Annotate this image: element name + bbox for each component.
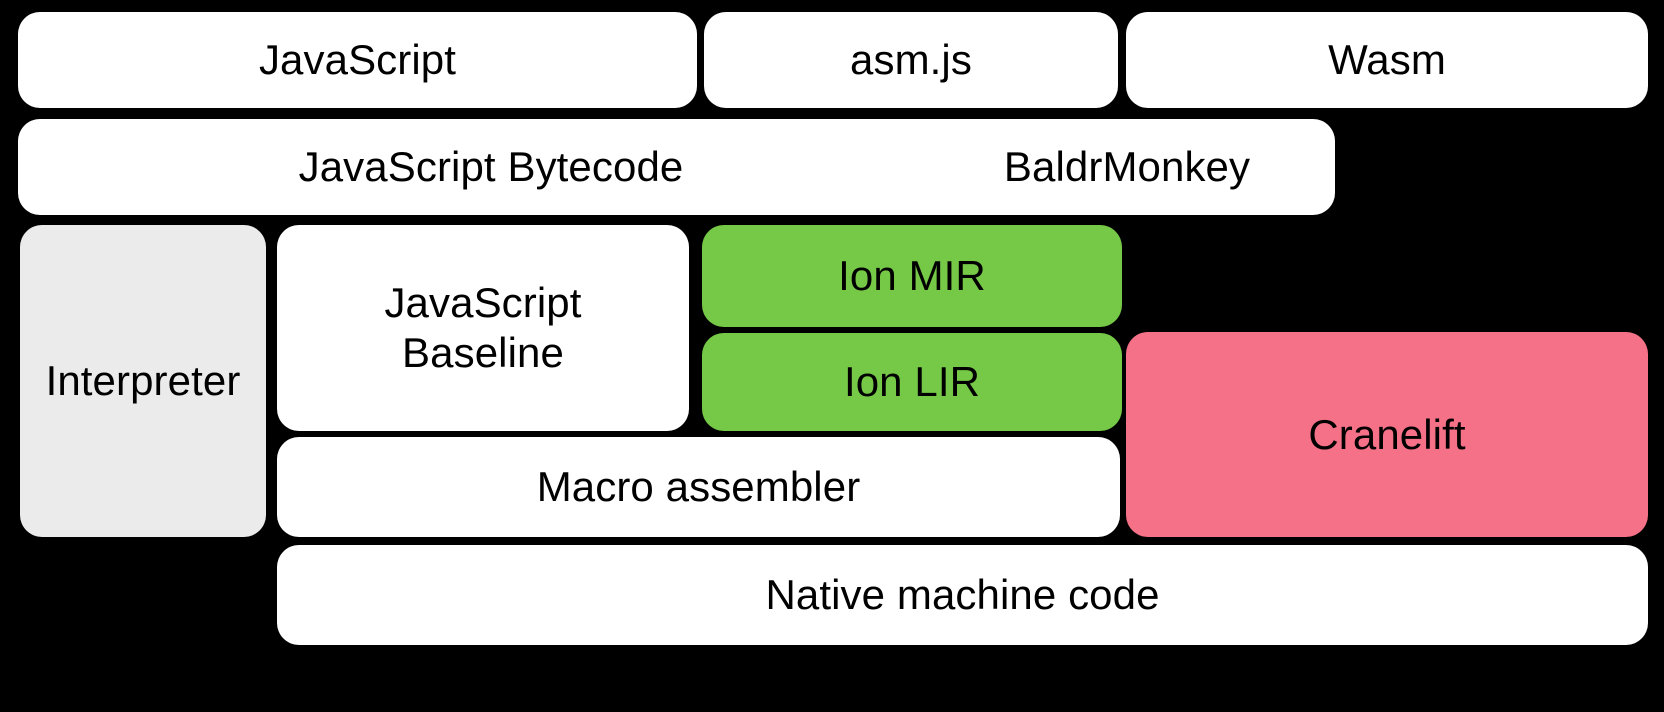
- node-javascript[interactable]: JavaScript: [18, 12, 697, 108]
- node-baldrmonkey[interactable]: BaldrMonkey: [919, 119, 1335, 215]
- node-native-machine-code[interactable]: Native machine code: [277, 545, 1648, 645]
- node-wasm[interactable]: Wasm: [1126, 12, 1648, 108]
- node-asm-js[interactable]: asm.js: [704, 12, 1118, 108]
- node-javascript-baseline[interactable]: JavaScript Baseline: [277, 225, 689, 431]
- node-javascript-bytecode[interactable]: JavaScript Bytecode: [18, 119, 964, 215]
- node-macro-assembler[interactable]: Macro assembler: [277, 437, 1120, 537]
- node-ion-lir[interactable]: Ion LIR: [702, 333, 1122, 431]
- node-cranelift[interactable]: Cranelift: [1126, 332, 1648, 537]
- node-ion-mir[interactable]: Ion MIR: [702, 225, 1122, 327]
- node-interpreter[interactable]: Interpreter: [20, 225, 266, 537]
